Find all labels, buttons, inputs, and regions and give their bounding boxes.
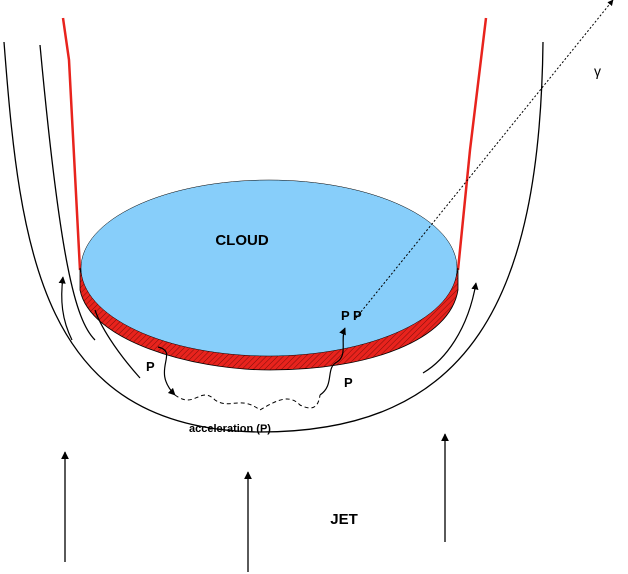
- proton-label-right: P: [344, 375, 353, 390]
- proton-path-right: [319, 327, 346, 396]
- cloud-label: CLOUD: [215, 232, 268, 249]
- inner-shock-left-curve: [39, 44, 96, 341]
- acceleration-label: acceleration (P): [189, 423, 271, 435]
- jet-label: JET: [330, 511, 358, 528]
- flow-arrow-right: [422, 282, 479, 374]
- gamma-label: γ: [594, 63, 601, 79]
- outer-bow-shock-curve: [3, 41, 544, 433]
- red-boundary-right: [456, 17, 488, 271]
- acceleration-wavy-path: [174, 394, 321, 411]
- flow-arrow-lower-left: [94, 309, 141, 379]
- proton-path-left: [157, 346, 176, 396]
- flow-arrow-left: [58, 276, 73, 341]
- cloud-ellipse: [80, 179, 458, 357]
- proton-proton-label: P P: [341, 308, 362, 323]
- red-boundary-left: [61, 17, 82, 271]
- gamma-ray-line: [355, 0, 614, 319]
- proton-label-left: P: [146, 359, 155, 374]
